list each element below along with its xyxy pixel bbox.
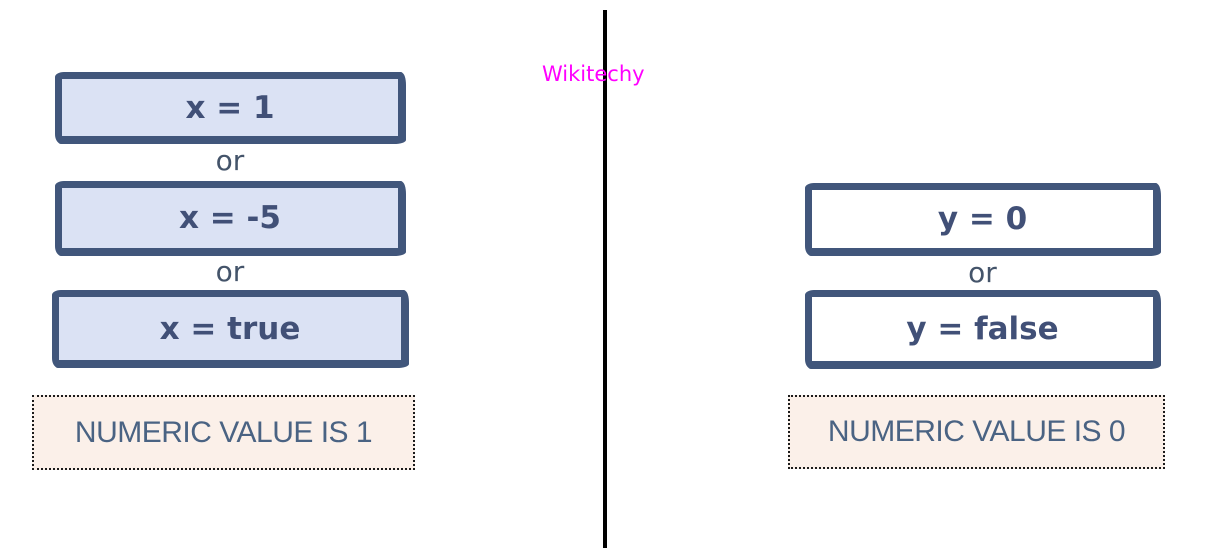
value-box-label: y = 0 — [937, 201, 1028, 237]
vertical-divider-line — [603, 10, 607, 548]
or-separator: or — [215, 255, 245, 288]
value-box-label: x = -5 — [179, 200, 281, 236]
value-box-label: x = true — [159, 310, 301, 347]
or-separator: or — [968, 256, 997, 289]
value-box-y-0: y = 0 — [805, 183, 1160, 255]
value-box-label: y = false — [906, 311, 1059, 347]
or-separator: or — [215, 144, 245, 177]
watermark-label: Wikitechy — [542, 62, 645, 86]
value-box-label: x = 1 — [185, 89, 275, 126]
value-box-x-1: x = 1 — [55, 72, 405, 143]
result-box-right: NUMERIC VALUE IS 0 — [788, 395, 1165, 469]
value-box-y-false: y = false — [805, 290, 1160, 368]
value-box-x-true: x = true — [52, 290, 408, 367]
value-box-x-neg5: x = -5 — [55, 181, 405, 255]
result-box-left: NUMERIC VALUE IS 1 — [32, 395, 415, 470]
